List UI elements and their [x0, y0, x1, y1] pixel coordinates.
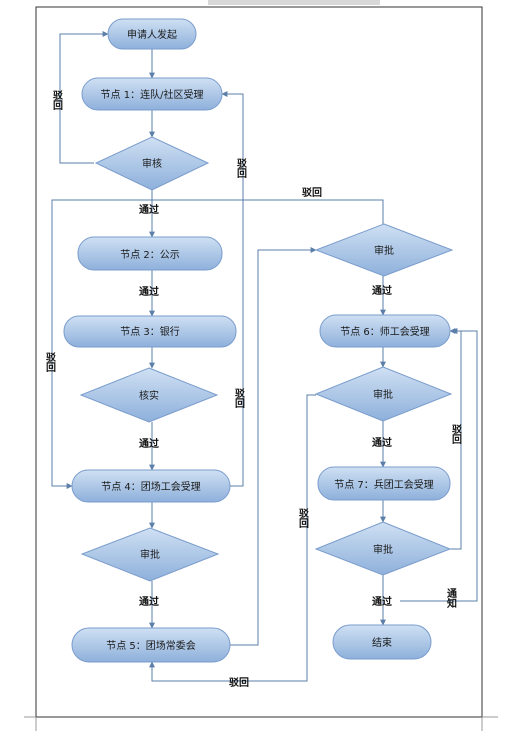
label-pass-4: 通过 [139, 595, 159, 608]
decision-verify: 核实 [79, 367, 219, 423]
label-reject-5: 驳回 [233, 387, 245, 409]
decision-review-label: 审核 [142, 157, 162, 170]
label-pass-6: 通过 [372, 436, 392, 449]
edges [51, 31, 478, 682]
node-5-label: 节点 5：团场常委会 [106, 639, 196, 652]
decision-approve-top: 审批 [314, 223, 454, 277]
decision-approve-7-label: 审批 [373, 543, 393, 556]
node-4: 节点 4：团场工会受理 [71, 469, 231, 503]
node-3-label: 节点 3：银行 [120, 325, 180, 338]
decision-approve-top-label: 审批 [374, 244, 394, 257]
label-pass-1: 通过 [139, 203, 159, 216]
label-notify: 通知 [445, 588, 458, 609]
node-1: 节点 1：连队/社区受理 [81, 77, 223, 111]
node-3: 节点 3：银行 [63, 315, 237, 348]
node-start: 申请人发起 [107, 18, 197, 50]
label-reject-4: 驳回 [44, 351, 56, 373]
corner-marks [24, 716, 498, 731]
node-2-label: 节点 2：公示 [120, 249, 180, 261]
decision-approve-4: 审批 [80, 527, 220, 582]
label-reject-3: 驳回 [302, 186, 322, 199]
decision-verify-label: 核实 [139, 389, 159, 402]
label-pass-3: 通过 [139, 437, 159, 450]
decision-approve-6-label: 审批 [373, 388, 393, 401]
label-pass-2: 通过 [139, 285, 159, 298]
node-6-label: 节点 6：师工会受理 [340, 325, 430, 338]
label-reject-8: 驳回 [229, 676, 249, 689]
label-pass-7: 通过 [372, 595, 392, 608]
node-end: 结束 [332, 624, 432, 660]
node-7-label: 节点 7：兵团工会受理 [334, 478, 434, 491]
decision-approve-6: 审批 [314, 366, 453, 422]
node-7: 节点 7：兵团工会受理 [317, 466, 451, 501]
node-6: 节点 6：师工会受理 [319, 314, 451, 348]
top-bar [208, 0, 380, 5]
node-2: 节点 2：公示 [77, 236, 223, 271]
label-reject-1: 驳回 [51, 89, 63, 111]
node-end-label: 结束 [372, 636, 392, 649]
node-5: 节点 5：团场常委会 [71, 627, 231, 663]
page-frame [35, 6, 483, 718]
label-reject-7: 驳回 [450, 423, 462, 445]
node-1-label: 节点 1：连队/社区受理 [101, 88, 204, 101]
decision-approve-7: 审批 [314, 521, 452, 576]
label-pass-5: 通过 [372, 284, 392, 297]
node-start-label: 申请人发起 [127, 28, 177, 41]
label-reject-2: 驳回 [235, 157, 247, 179]
label-reject-6: 驳回 [297, 507, 309, 529]
node-4-label: 节点 4：团场工会受理 [101, 480, 201, 493]
decision-approve-4-label: 审批 [140, 548, 160, 561]
decision-review: 审核 [94, 136, 210, 191]
